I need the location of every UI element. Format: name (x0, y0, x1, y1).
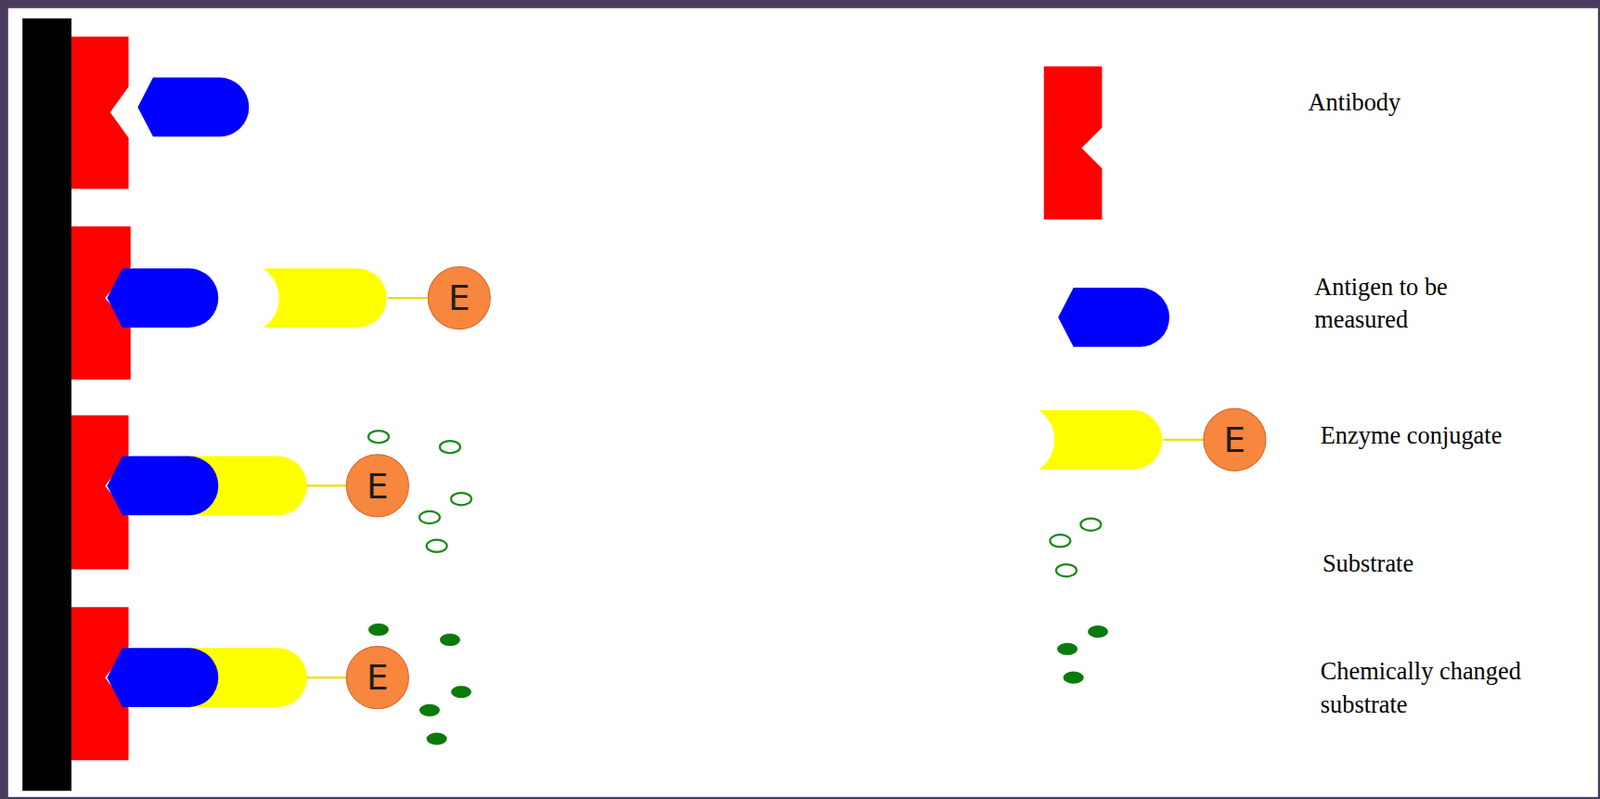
antibody (71, 37, 130, 190)
enzyme-label: E (366, 468, 389, 504)
antigen (106, 268, 219, 328)
linker (306, 484, 348, 487)
linker (306, 676, 348, 679)
antigen (106, 456, 219, 517)
linker (1162, 438, 1203, 441)
legend-label: Enzyme conjugate (1320, 419, 1576, 452)
linker (387, 296, 429, 299)
solid-phase (22, 18, 72, 791)
enzyme-circle: E (346, 645, 410, 710)
enzyme-circle: E (346, 453, 410, 517)
enzyme-label: E (366, 659, 389, 695)
legend-label: Antigen to be measured (1314, 270, 1488, 336)
antibody-sample (1044, 65, 1103, 220)
legend-label: Antibody (1308, 85, 1513, 118)
legend-label: Chemically changed substrate (1320, 655, 1588, 721)
antigen (137, 77, 249, 138)
substrate-sample (1049, 518, 1101, 578)
changed-substrate-sample (1057, 625, 1109, 684)
legend-label: Substrate (1322, 546, 1527, 580)
antigen (106, 647, 219, 708)
enzyme-label: E (1224, 422, 1247, 457)
conjugate-sample (1038, 410, 1162, 470)
background (8, 8, 1599, 798)
antigen-sample (1058, 287, 1170, 348)
conjugate (263, 268, 388, 328)
enzyme-circle: E (427, 266, 491, 330)
enzyme-circle: E (1202, 408, 1266, 472)
enzyme-label: E (448, 280, 471, 315)
